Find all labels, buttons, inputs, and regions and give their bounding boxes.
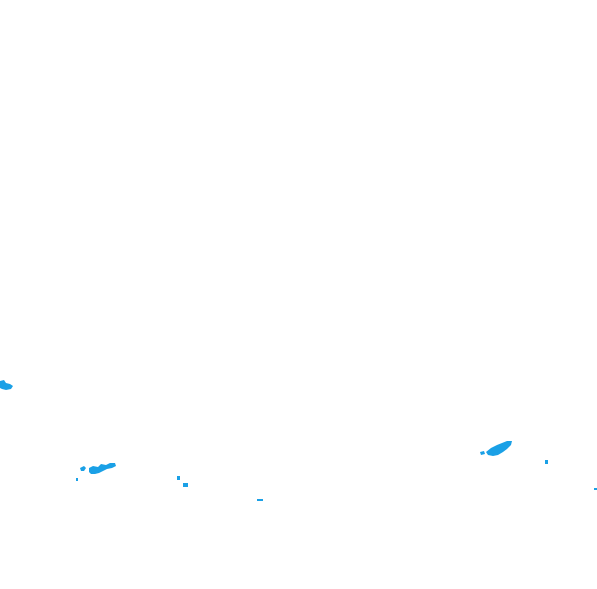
precip-cell-west-main: [89, 463, 116, 474]
precip-cell-center-b: [183, 483, 188, 487]
precip-cell-west-small: [80, 466, 86, 471]
precip-cell-center-a: [177, 476, 180, 480]
precip-cell-west-edge: [0, 380, 13, 390]
precip-cell-east-tail: [480, 451, 485, 455]
precip-cell-east-speck-b: [594, 488, 597, 490]
precip-cell-east-speck-a: [545, 460, 548, 464]
precip-cell-east-main: [486, 441, 512, 456]
precip-cell-center-c: [257, 499, 263, 501]
precipitation-layer: [0, 380, 597, 501]
precip-cell-west-dot: [76, 478, 78, 481]
